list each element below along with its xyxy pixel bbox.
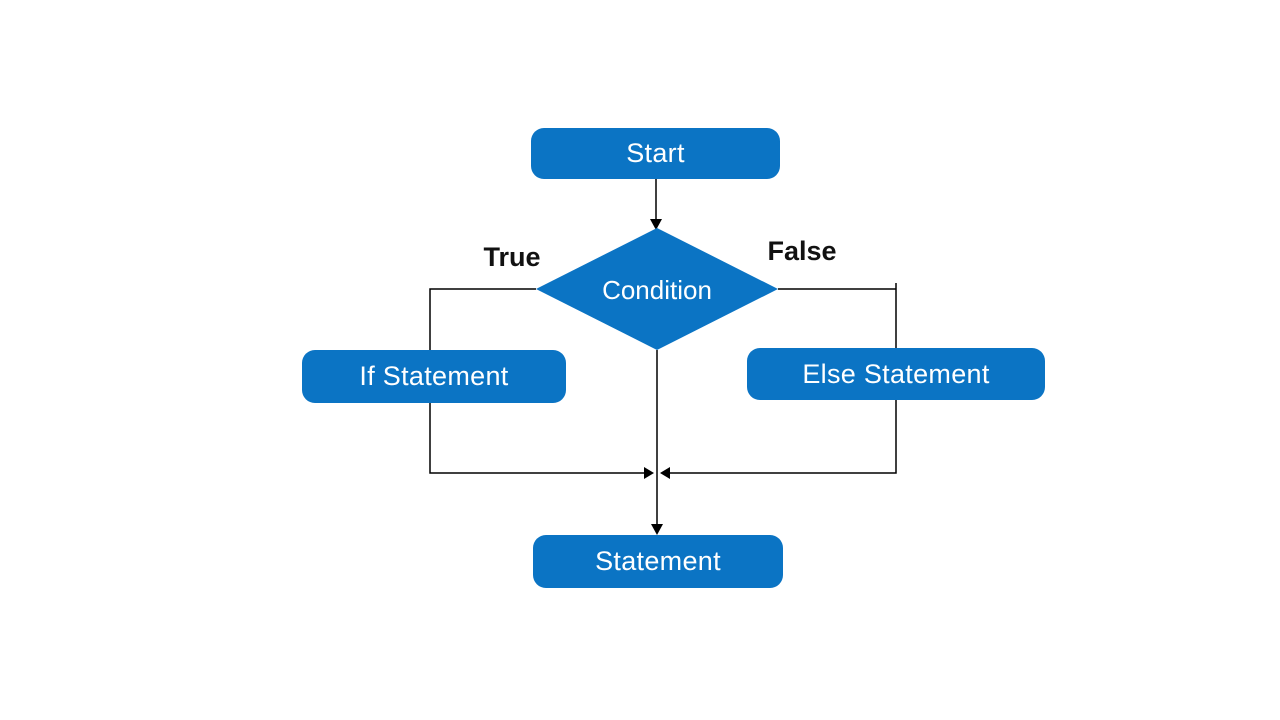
node-if-statement: If Statement (302, 350, 566, 403)
node-statement: Statement (533, 535, 783, 588)
arrowhead-into-statement (651, 524, 663, 535)
node-start: Start (531, 128, 780, 179)
node-else-statement: Else Statement (747, 348, 1045, 400)
branch-label-true: True (483, 241, 541, 272)
arrowhead-if-into-junction (644, 467, 654, 479)
edge-condition-to-if (429, 288, 536, 350)
edge-condition-to-else (778, 283, 897, 348)
node-condition-shape (536, 228, 778, 350)
node-condition-label: Condition (602, 274, 712, 305)
edge-else-to-junction (670, 400, 897, 474)
edge-if-to-junction (429, 403, 644, 474)
arrowhead-into-condition (650, 219, 662, 230)
branch-label-false: False (767, 235, 837, 266)
arrowhead-else-into-junction (660, 467, 670, 479)
